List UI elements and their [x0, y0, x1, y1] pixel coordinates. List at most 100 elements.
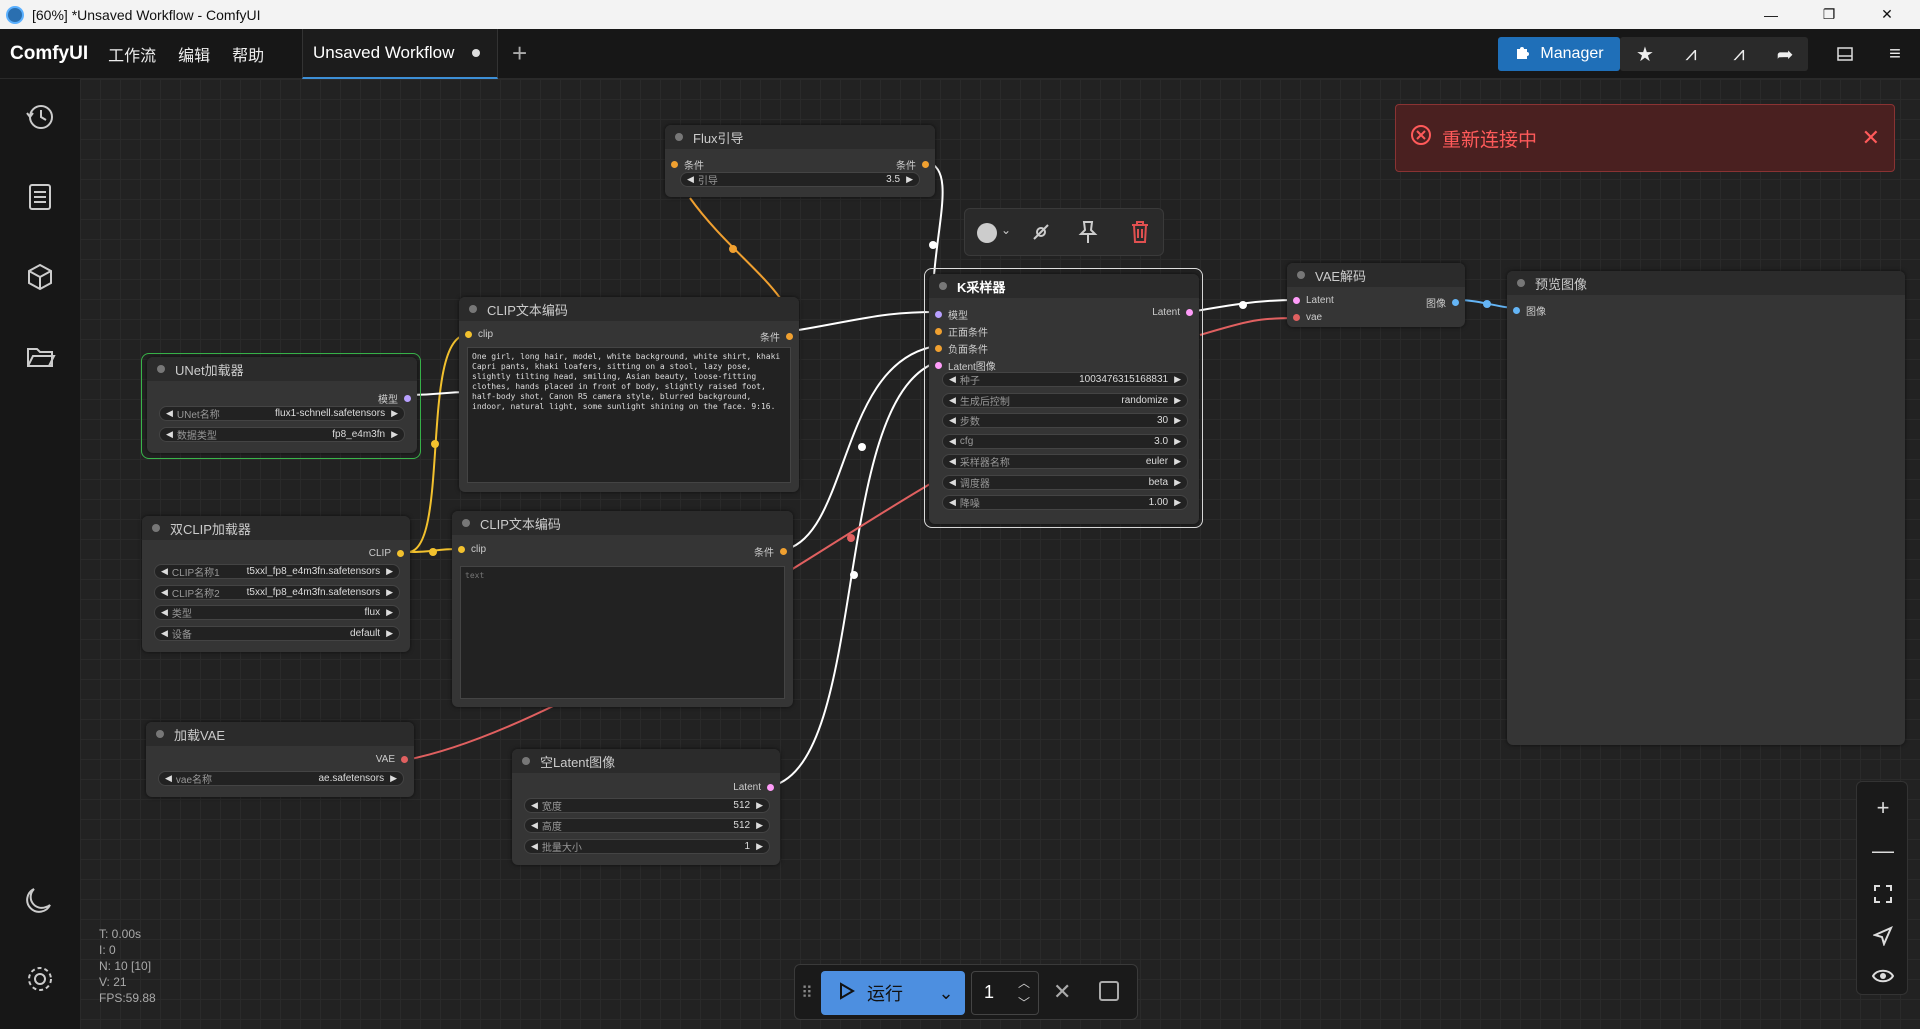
collapse-dot-icon[interactable]: [156, 730, 164, 738]
run-options-chevron-icon[interactable]: ⌄: [938, 982, 954, 1003]
queue-list-icon[interactable]: [20, 177, 60, 217]
output-port-image[interactable]: 图像: [1426, 295, 1459, 310]
node-title: UNet加载器: [175, 362, 244, 378]
model-library-icon[interactable]: [20, 257, 60, 297]
forward-icon[interactable]: ➦: [1776, 43, 1794, 66]
collapse-dot-icon[interactable]: [462, 519, 470, 527]
close-window-button[interactable]: ✕: [1881, 6, 1893, 22]
input-port-positive[interactable]: 正面条件: [935, 324, 988, 339]
toast-close-icon[interactable]: ✕: [1861, 125, 1880, 150]
tab-unsaved-workflow[interactable]: Unsaved Workflow: [302, 29, 498, 79]
collapse-dot-icon[interactable]: [675, 133, 683, 141]
collapse-dot-icon[interactable]: [157, 365, 165, 373]
increment-icon[interactable]: ︿: [1018, 976, 1031, 990]
input-port-latent[interactable]: Latent图像: [935, 358, 996, 373]
star-icon[interactable]: ★: [1636, 43, 1654, 66]
new-tab-button[interactable]: +: [512, 38, 528, 68]
node-clip-text-encode-negative[interactable]: CLIP文本编码 clip 条件 text: [452, 511, 793, 707]
prompt-textarea[interactable]: One girl, long hair, model, white backgr…: [467, 347, 791, 483]
node-vae-decode[interactable]: VAE解码 Latent vae 图像: [1287, 263, 1465, 327]
minimize-button[interactable]: —: [1764, 6, 1778, 23]
input-port-clip[interactable]: clip: [465, 329, 493, 340]
history-icon[interactable]: [20, 97, 60, 137]
collapse-dot-icon[interactable]: [469, 305, 477, 313]
share-icon-a[interactable]: ⩘: [1685, 42, 1697, 65]
color-picker-icon[interactable]: [977, 223, 997, 243]
collapse-dot-icon[interactable]: [939, 282, 947, 290]
input-port-cond[interactable]: 条件: [671, 157, 704, 172]
pin-icon[interactable]: [1076, 219, 1100, 250]
theme-moon-icon[interactable]: [20, 879, 60, 919]
collapse-dot-icon[interactable]: [1517, 279, 1525, 287]
menu-edit[interactable]: 编辑: [178, 47, 211, 65]
output-port-cond[interactable]: 条件: [760, 329, 793, 344]
share-icon-b[interactable]: ⩘: [1733, 42, 1745, 65]
collapse-dot-icon[interactable]: [152, 524, 160, 532]
menu-help[interactable]: 帮助: [232, 47, 265, 65]
collapse-dot-icon[interactable]: [1297, 271, 1305, 279]
hamburger-menu-icon[interactable]: ≡: [1889, 42, 1901, 65]
output-port-clip[interactable]: CLIP: [369, 548, 404, 559]
manager-button[interactable]: Manager: [1498, 37, 1620, 71]
output-port-latent[interactable]: Latent: [1152, 307, 1193, 318]
run-button[interactable]: 运行: [821, 971, 965, 1015]
zoom-out-icon[interactable]: —: [1872, 838, 1894, 863]
cancel-x-icon[interactable]: ✕: [1053, 979, 1072, 1004]
decrement-icon[interactable]: ﹀: [1018, 996, 1031, 1010]
drag-handle-icon[interactable]: ⠿: [801, 985, 813, 1002]
negative-prompt-textarea[interactable]: text: [460, 566, 785, 699]
input-port-model[interactable]: 模型: [935, 307, 968, 322]
output-port-latent[interactable]: Latent: [733, 782, 774, 793]
output-port-vae[interactable]: VAE: [376, 754, 408, 765]
bypass-icon[interactable]: [1029, 219, 1053, 250]
delete-trash-icon[interactable]: [1128, 219, 1152, 250]
output-port-model[interactable]: 模型: [378, 391, 411, 406]
panel-toggle-icon[interactable]: [1832, 41, 1858, 67]
node-preview-image[interactable]: 预览图像 图像: [1507, 271, 1905, 745]
fit-view-icon[interactable]: [1869, 880, 1897, 908]
node-clip-text-encode-positive[interactable]: CLIP文本编码 clip 条件 One girl, long hair, mo…: [459, 297, 799, 492]
zoom-in-icon[interactable]: +: [1876, 795, 1890, 820]
workflows-folder-icon[interactable]: [20, 337, 60, 377]
output-port-cond[interactable]: 条件: [896, 157, 929, 172]
locate-arrow-icon[interactable]: [1869, 922, 1897, 950]
stop-square-icon[interactable]: [1099, 981, 1119, 1001]
settings-gear-icon[interactable]: [20, 959, 60, 999]
output-port-cond[interactable]: 条件: [754, 544, 787, 559]
restore-button[interactable]: ❐: [1822, 6, 1836, 22]
input-port-vae[interactable]: vae: [1293, 312, 1322, 323]
batch-count-input[interactable]: 1 ︿ ﹀: [971, 971, 1039, 1015]
visibility-eye-icon[interactable]: [1869, 962, 1897, 990]
input-port-clip[interactable]: clip: [458, 544, 486, 555]
menu-workflow[interactable]: 工作流: [108, 47, 157, 65]
input-port-image[interactable]: 图像: [1513, 303, 1546, 318]
input-port-negative[interactable]: 负面条件: [935, 341, 988, 356]
collapse-dot-icon[interactable]: [522, 757, 530, 765]
input-port-latent[interactable]: Latent: [1293, 295, 1334, 306]
chevron-down-icon[interactable]: ⌄: [1001, 223, 1012, 237]
